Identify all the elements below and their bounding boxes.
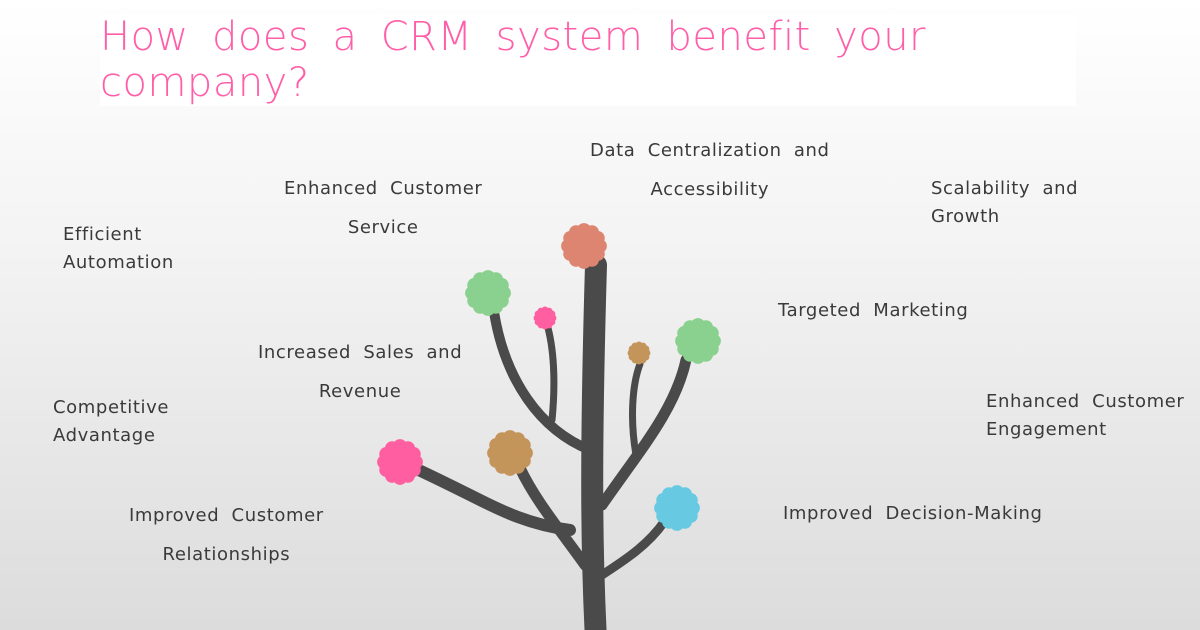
benefit-line: Data Centralization and: [590, 140, 830, 161]
benefit-engagement: Enhanced Customer Engagement: [986, 388, 1184, 444]
benefit-line: Enhanced Customer: [986, 391, 1185, 412]
branch-upper-left: [489, 307, 595, 455]
benefit-line: Efficient: [63, 224, 142, 245]
benefit-line: Targeted Marketing: [778, 300, 969, 321]
benefit-customer-service: Enhanced Customer Service: [284, 169, 482, 247]
benefit-line: Relationships: [162, 544, 291, 565]
benefit-data-centralization: Data Centralization and Accessibility: [590, 131, 830, 209]
branch-lower-pink: [406, 461, 576, 536]
benefit-line: Service: [347, 217, 419, 238]
brown-foliage-blob: [627, 341, 651, 365]
green-foliage-blob: [465, 270, 511, 316]
trunk-top: [592, 258, 602, 424]
blue-foliage-blob: [654, 485, 700, 531]
benefit-marketing: Targeted Marketing: [778, 297, 968, 325]
salmon-foliage-blob: [561, 223, 607, 269]
brown-foliage-blob: [487, 430, 533, 476]
branch-blue: [597, 517, 669, 580]
benefit-line: Automation: [63, 252, 174, 273]
pink-foliage-blob: [533, 306, 557, 330]
benefit-relationships: Improved Customer Relationships: [129, 496, 324, 574]
branch-small-pink: [544, 324, 558, 424]
tree-branches: [406, 254, 692, 630]
benefit-line: Growth: [931, 206, 1000, 227]
benefit-line: Competitive: [53, 397, 170, 418]
benefit-line: Engagement: [986, 419, 1107, 440]
branch-small-brown: [629, 360, 644, 459]
branch-lower-brown: [514, 462, 591, 571]
page-title: How does a CRM system benefit your compa…: [100, 14, 927, 106]
benefit-line: Scalability and: [931, 178, 1079, 199]
benefit-line: Increased Sales and: [258, 342, 463, 363]
benefit-automation: Efficient Automation: [63, 221, 174, 277]
benefit-scalability: Scalability and Growth: [931, 175, 1078, 231]
benefit-line: Advantage: [53, 425, 156, 446]
benefit-line: Revenue: [318, 381, 402, 402]
benefit-decision-making: Improved Decision-Making: [783, 500, 1043, 528]
branch-right: [596, 354, 692, 511]
title-banner: How does a CRM system benefit your compa…: [100, 14, 1076, 106]
benefit-sales: Increased Sales and Revenue: [258, 333, 462, 411]
benefit-competitive: Competitive Advantage: [53, 394, 169, 450]
green-foliage-blob: [675, 318, 721, 364]
pink-foliage-blob: [377, 439, 423, 485]
benefit-line: Enhanced Customer: [284, 178, 483, 199]
benefit-line: Accessibility: [650, 179, 770, 200]
benefit-line: Improved Decision-Making: [783, 503, 1043, 524]
benefit-line: Improved Customer: [129, 505, 324, 526]
